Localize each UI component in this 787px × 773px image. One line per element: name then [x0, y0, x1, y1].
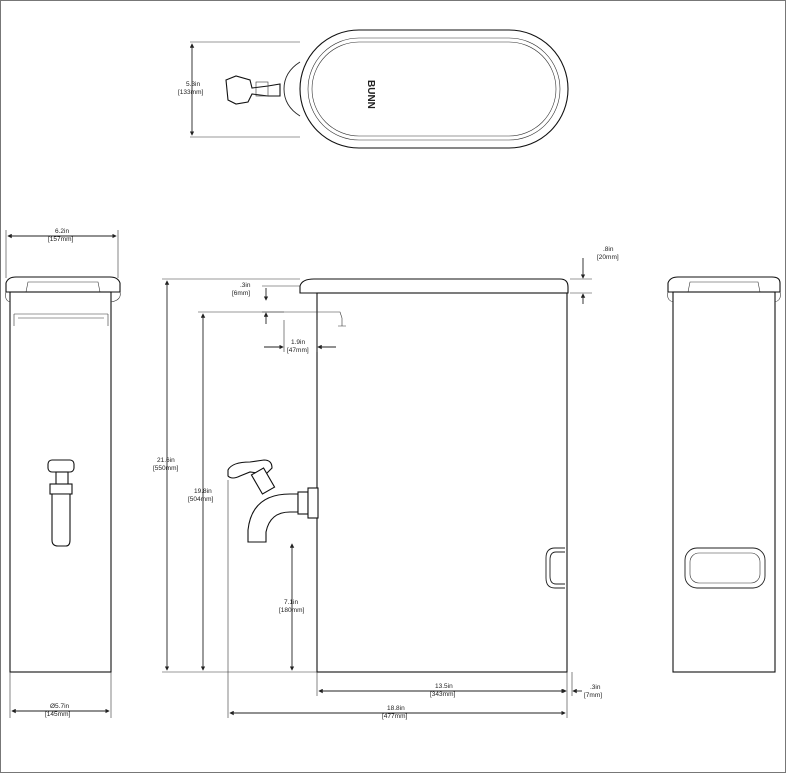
top-view-handle: [283, 61, 301, 117]
dim-overall-length-mm: [477mm]: [382, 713, 407, 720]
front-handle: [545, 547, 565, 589]
top-view: BUNN 5.3in [133mm]: [178, 29, 569, 149]
dim-lid-height-mm: [20mm]: [597, 254, 619, 261]
top-view-faucet: [225, 75, 281, 105]
dim-total-height-mm: [550mm]: [153, 465, 178, 472]
top-view-lid-inner: [307, 37, 561, 141]
back-handle-inner: [689, 552, 761, 584]
dim-side-width-in: 6.2in: [55, 228, 69, 235]
back-handle-outer: [684, 547, 766, 589]
back-lid: [667, 276, 781, 293]
dim-body-height-in: 19.8in: [194, 488, 212, 495]
dim-lid-height-in: .8in: [603, 246, 614, 253]
dim-total-height-in: 21.6in: [157, 457, 175, 464]
dim-side-width-mm: [157mm]: [48, 236, 73, 243]
dim-top-depth-in: 5.3in: [186, 81, 200, 88]
dim-body-height-mm: [504mm]: [188, 496, 213, 503]
left-side-view: 6.2in [157mm] Ø5.7in [145mm]: [5, 228, 121, 718]
top-view-lid-inner-2: [311, 41, 557, 137]
side-faucet-front: [47, 459, 75, 547]
front-faucet: [227, 459, 319, 543]
front-lid: [299, 278, 569, 294]
dim-spout-reach-mm: [47mm]: [287, 347, 309, 354]
dim-overall-length-in: 18.8in: [387, 705, 405, 712]
back-body: [672, 291, 776, 673]
dim-side-offset-in: .3in: [590, 684, 601, 691]
dim-base-dia-in: Ø5.7in: [50, 703, 70, 710]
front-body: [316, 292, 568, 673]
dim-spout-reach-in: 1.9in: [291, 339, 305, 346]
dim-body-length-in: 13.5in: [435, 683, 453, 690]
dim-base-dia-mm: [145mm]: [45, 711, 70, 718]
dim-body-length-mm: [343mm]: [430, 691, 455, 698]
front-view: .3in [6mm] 1.9in [47mm] .8in [20mm] 21.6…: [153, 246, 619, 720]
dim-side-offset-mm: [7mm]: [584, 692, 602, 699]
logo-text: BUNN: [365, 80, 376, 109]
top-view-faucet-nut: [255, 81, 269, 97]
side-lid: [5, 276, 121, 293]
top-view-body: [299, 29, 569, 149]
dim-faucet-height-in: 7.1in: [284, 599, 298, 606]
right-side-view: [667, 276, 781, 673]
dim-lid-gap-mm: [6mm]: [232, 290, 250, 297]
dim-lid-gap-in: .3in: [240, 282, 251, 289]
dim-faucet-height-mm: [180mm]: [279, 607, 304, 614]
dim-top-depth-mm: [133mm]: [178, 89, 203, 96]
